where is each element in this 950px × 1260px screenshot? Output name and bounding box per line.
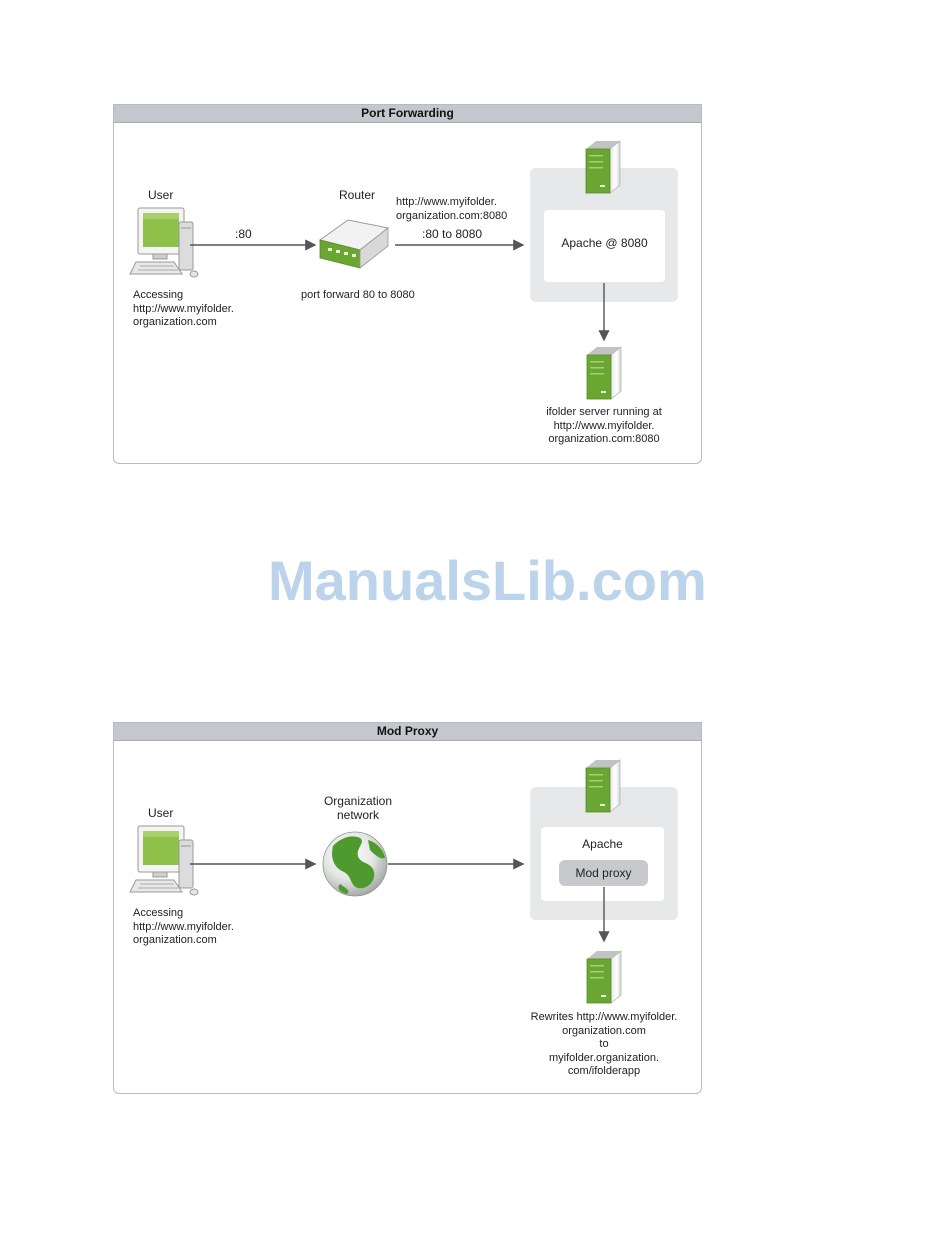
panel-title: Mod Proxy	[114, 723, 701, 741]
user-computer-icon	[129, 825, 199, 896]
user-label: User	[148, 188, 174, 202]
arrow2-label: :80 to 8080	[422, 227, 483, 241]
server-caption: Rewrites http://www.myifolder. organizat…	[530, 1011, 678, 1077]
user-caption: Accessing http://www.myifolder. organiza…	[133, 907, 234, 946]
router-label: Router	[339, 188, 376, 202]
ifolder-server-icon	[586, 346, 622, 400]
panel-title: Port Forwarding	[114, 105, 701, 123]
network-label: Organization network	[323, 794, 393, 822]
user-caption: Accessing http://www.myifolder. organiza…	[133, 289, 234, 328]
apache-label: Apache	[582, 837, 623, 851]
apache-box	[544, 210, 665, 282]
user-label: User	[148, 806, 174, 820]
ifolder-server-icon	[586, 950, 622, 1004]
arrow1-label: :80	[235, 227, 252, 241]
globe-icon	[322, 831, 388, 897]
server-caption: ifolder server running at http://www.myi…	[546, 406, 662, 445]
server-icon	[585, 759, 621, 813]
mod-proxy-box: Mod proxy	[559, 860, 648, 886]
router-caption: port forward 80 to 8080	[301, 289, 415, 301]
url-label: http://www.myifolder. organization.com:8…	[396, 196, 508, 222]
apache-label: Apache @ 8080	[561, 236, 648, 250]
watermark: ManualsLib.com	[268, 549, 707, 612]
server-icon	[585, 140, 621, 194]
router-icon	[318, 219, 390, 269]
user-computer-icon	[129, 207, 199, 278]
